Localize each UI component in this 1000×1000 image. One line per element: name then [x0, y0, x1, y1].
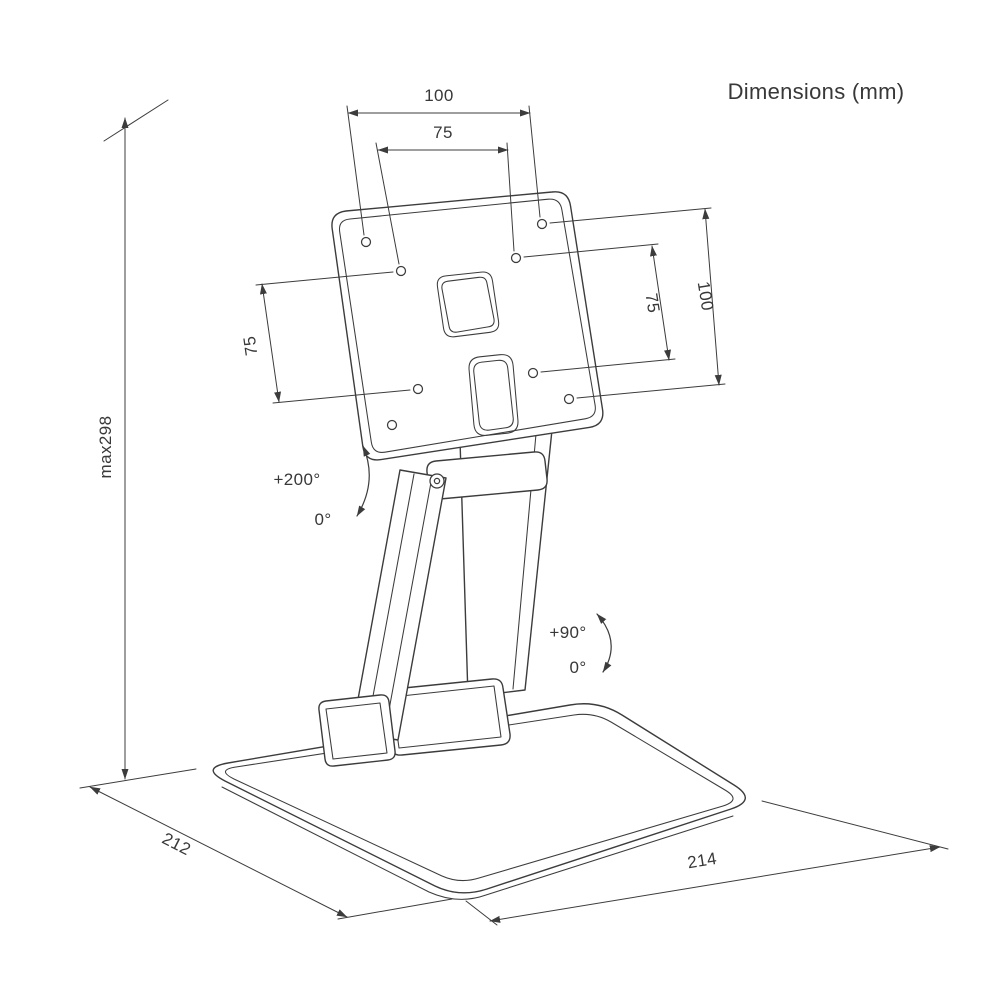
vesa-width-outer-label: 100: [424, 86, 454, 105]
tilt-angle-annotation: +200° 0°: [273, 445, 371, 529]
extension-line: [346, 105, 365, 236]
extension-line: [523, 243, 659, 258]
dimension-line: [489, 845, 941, 923]
extension-line: [272, 389, 411, 404]
dim-max-height: max298: [96, 99, 169, 780]
dim-vesa-right-outer: 100: [549, 207, 726, 399]
extension-line: [761, 800, 949, 850]
vesa-right-outer-label: 100: [694, 280, 717, 312]
reference-line: [103, 99, 169, 142]
fold-angle-annotation: +90° 0°: [549, 613, 612, 677]
extension-line: [375, 142, 400, 265]
base-foot-bracket: [318, 694, 396, 767]
extension-line: [506, 142, 515, 252]
tilt-rotation-arrow: [356, 445, 371, 517]
upper-cutout-inner: [441, 276, 495, 333]
vesa100-hole-top-right: [536, 218, 548, 230]
vesa100-hole-bottom-right: [563, 393, 575, 405]
extension-line: [465, 900, 498, 926]
fold-rotation-arrow: [596, 613, 612, 673]
front-arm-outline: [351, 469, 447, 741]
dim-vesa-right-inner: 75: [523, 243, 676, 373]
extension-line: [540, 358, 676, 373]
front-arm-fold-line-left: [365, 473, 415, 735]
extension-line: [528, 105, 541, 218]
vesa-left-inner-label: 75: [240, 335, 262, 357]
vesa75-hole-top-left: [395, 265, 407, 277]
max-height-label: max298: [96, 416, 115, 479]
front-support-arm: [351, 469, 447, 741]
lower-cutout-outer: [468, 354, 519, 436]
fold-max-label: +90°: [549, 623, 586, 642]
lower-cutout-inner: [473, 359, 514, 431]
foot-bracket-outline: [318, 694, 396, 767]
base-inner-outline: [224, 713, 734, 882]
vesa-plate-inner-face: [338, 198, 596, 453]
vesa-plate: [331, 191, 604, 461]
extension-line: [255, 271, 394, 286]
front-arm-fold-line-right: [383, 476, 433, 738]
extension-line: [337, 898, 453, 920]
dimension-line: [702, 208, 722, 386]
fold-zero-label: 0°: [569, 658, 586, 677]
extension-line: [79, 768, 197, 789]
vesa100-hole-top-left: [360, 236, 372, 248]
base-thickness-edge: [221, 786, 734, 900]
upper-cutout-outer: [436, 271, 500, 338]
vesa-right-inner-label: 75: [642, 292, 664, 314]
extension-line: [576, 383, 726, 399]
base-depth-label: 212: [159, 829, 194, 859]
drawing-title: Dimensions (mm): [728, 79, 905, 104]
tilt-hinge-outline: [426, 451, 548, 500]
tilt-pivot-inner: [433, 477, 441, 485]
vesa75-hole-bottom-left: [412, 383, 424, 395]
vesa75-hole-bottom-right: [527, 367, 539, 379]
vesa75-hole-top-right: [510, 252, 522, 264]
vesa-plate-outline: [331, 191, 604, 461]
vesa-width-inner-label: 75: [433, 123, 453, 142]
tilt-max-label: +200°: [273, 470, 320, 489]
dim-base-width: 214: [465, 800, 949, 926]
base-width-label: 214: [686, 849, 718, 872]
dim-vesa-width-inner: 75: [375, 123, 515, 265]
dimension-line: [259, 283, 282, 403]
dim-vesa-width-outer: 100: [346, 86, 541, 236]
dim-vesa-left-inner: 75: [240, 271, 411, 404]
foot-bracket-inner: [325, 702, 388, 760]
vesa100-hole-bottom-left: [386, 419, 398, 431]
dimension-line: [650, 245, 671, 361]
tilt-zero-label: 0°: [314, 510, 331, 529]
extension-line: [549, 207, 712, 224]
dimension-line: [89, 786, 348, 918]
tilt-hinge-bar: [426, 451, 548, 500]
